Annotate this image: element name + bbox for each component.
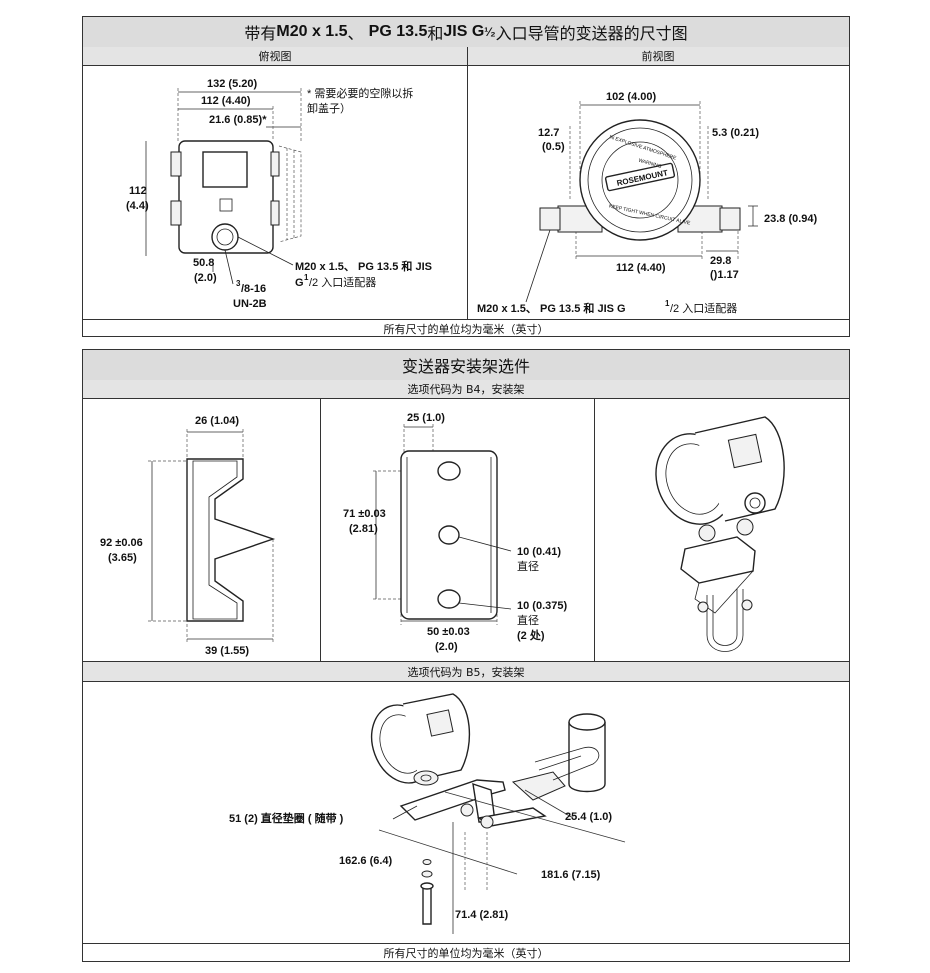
dim-2-81: (2.81): [349, 523, 378, 535]
dim-0-5: (0.5): [542, 141, 565, 153]
thread-spec: /8-16: [241, 283, 266, 295]
dim-39: 39 (1.55): [205, 645, 249, 657]
title-m20: M20 x 1.5: [276, 23, 348, 40]
dim-132: 132 (5.20): [207, 78, 257, 90]
right-adapter: [719, 207, 741, 231]
dim-2-0: (2.0): [194, 272, 217, 284]
panel-title: 变送器安装架选件: [83, 350, 849, 381]
dim-92: 92 ±0.06: [100, 537, 143, 549]
top-view-header: 俯视图: [83, 47, 467, 66]
b4-bracket: [680, 518, 756, 614]
display-window: [202, 151, 248, 188]
b5-header: 选项代码为 B5，安装架: [83, 661, 849, 682]
dim-162-6: 162.6 (6.4): [339, 855, 393, 867]
dim-112-front: 112 (4.40): [616, 262, 666, 274]
mounting-bracket-panel: 变送器安装架选件 选项代码为 B4，安装架 选项代码为 B5，安装架 所有尺寸的…: [82, 349, 850, 962]
thread-class: UN-2B: [233, 298, 267, 310]
dim-1-17: ()1.17: [710, 269, 739, 281]
u-bolt: [534, 746, 600, 781]
b5-isometric-view: 51 (2) 直径垫圈 ( 随带 ) 25.4 (1.0) 162.6 (6.4…: [229, 693, 626, 934]
pipe: [568, 713, 606, 793]
dim-50: 50 ±0.03: [427, 626, 470, 638]
dim-12-7: 12.7: [538, 127, 559, 139]
adapter-label-suffix: /2 入口适配器: [670, 302, 737, 315]
title-text: 带有: [244, 24, 277, 43]
dim-102: 102 (4.00): [606, 91, 656, 103]
dim-26: 26 (1.04): [195, 415, 239, 427]
dim-181-6: 181.6 (7.15): [541, 869, 601, 881]
left-adapter: [539, 207, 561, 231]
title-fraction: ¹⁄₂: [484, 25, 496, 39]
note-line-2: 卸盖子）: [307, 101, 351, 115]
dim-29-8: 29.8: [710, 255, 731, 267]
units-footer: 所有尺寸的单位均为毫米（英寸）: [83, 319, 849, 337]
dim-50-8: 50.8: [193, 257, 214, 269]
conduit-port: [211, 223, 239, 251]
hole2-count: (2 处): [517, 628, 545, 642]
b4-isometric-view: [655, 416, 785, 652]
mounting-hole: [437, 589, 461, 609]
brand-plate: [604, 162, 676, 192]
transmitter-housing: [370, 693, 471, 784]
b4-side-view: 26 (1.04) 92 ±0.06 (3.65) 39 (1.55): [100, 415, 276, 657]
divider: [320, 399, 321, 661]
bracket-profile: [186, 458, 276, 622]
center-hole: [438, 525, 460, 545]
dim-25-4: 25.4 (1.0): [565, 811, 612, 823]
title-suffix: 入口导管的变送器的尺寸图: [495, 24, 688, 43]
hole2-label: 直径: [517, 613, 539, 627]
lug: [270, 151, 280, 177]
front-view-header: 前视图: [467, 47, 849, 66]
dim-71: 71 ±0.03: [343, 508, 386, 520]
washer: [413, 770, 439, 786]
ground-screw: [219, 198, 233, 212]
transmitter-housing: [655, 416, 785, 525]
lug: [270, 200, 280, 226]
dim-2-0: (2.0): [435, 641, 458, 653]
dim-3-65: (3.65): [108, 552, 137, 564]
dim-71-4: 71.4 (2.81): [455, 909, 509, 921]
u-bolt: [697, 589, 753, 652]
front-view-drawing: ROSEMOUNT IN EXPLOSIVE ATMOSPHERE WARNIN…: [477, 91, 818, 315]
divider: [467, 47, 468, 319]
dim-23-8: 23.8 (0.94): [764, 213, 818, 225]
title-and: 和: [427, 24, 444, 43]
dim-21-6: 21.6 (0.85)*: [209, 114, 267, 126]
top-view-drawing: 132 (5.20) 112 (4.40) 21.6 (0.85)* * 需要必…: [126, 78, 432, 310]
adapter-label-2: /2 入口适配器: [309, 276, 376, 289]
units-footer: 所有尺寸的单位均为毫米（英寸）: [83, 943, 849, 961]
dim-25: 25 (1.0): [407, 412, 445, 424]
dim-height-4-4: (4.4): [126, 200, 149, 212]
dim-height-112: 112: [129, 185, 147, 197]
washer-label: 51 (2) 直径垫圈 ( 随带 ): [229, 811, 344, 825]
bolt-assembly: [420, 859, 434, 925]
lug: [170, 200, 182, 226]
adapter-label-1: M20 x 1.5、 PG 13.5 和 JIS: [295, 259, 432, 273]
adapter-label: M20 x 1.5、 PG 13.5 和 JIS G: [477, 301, 626, 315]
dim-5-3: 5.3 (0.21): [712, 127, 759, 139]
note-line-1: * 需要必要的空隙以拆: [307, 86, 413, 100]
adapter-label-g: G: [295, 277, 304, 289]
adapter-sup: 1: [304, 273, 309, 282]
b4-header: 选项代码为 B4，安装架: [83, 380, 849, 399]
title-pg: PG 13.5: [368, 23, 428, 40]
divider: [594, 399, 595, 661]
dim-112: 112 (4.40): [201, 95, 251, 107]
adapter-label-sup: 1: [665, 299, 670, 308]
mounting-hole: [437, 461, 461, 481]
thread-numerator: 3: [236, 279, 241, 288]
hole1-size: 10 (0.41): [517, 546, 561, 558]
hole2-size: 10 (0.375): [517, 600, 567, 612]
hole1-label: 直径: [517, 559, 539, 573]
b4-face-view: 25 (1.0) 71 ±0.03 (2.81) 10 (0.41) 直径 10…: [343, 412, 567, 653]
lug: [170, 151, 182, 177]
title-sep: 、: [347, 24, 364, 43]
title-jis: JIS G: [443, 23, 485, 40]
